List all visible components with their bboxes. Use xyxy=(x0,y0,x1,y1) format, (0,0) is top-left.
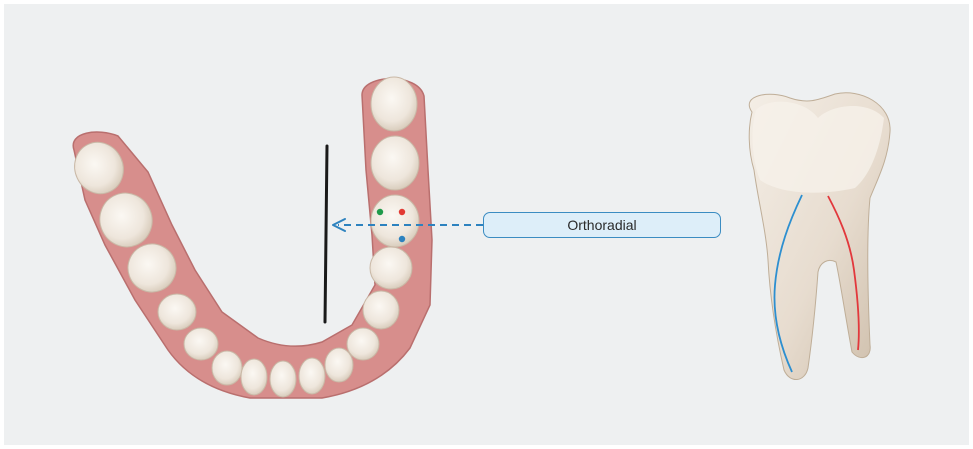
marker-green xyxy=(377,209,383,215)
tooth xyxy=(371,77,417,131)
tooth xyxy=(363,291,399,329)
marker-blue xyxy=(399,236,405,242)
dental-arch xyxy=(66,77,432,398)
tooth xyxy=(371,136,419,190)
tooth xyxy=(212,351,242,385)
tooth xyxy=(299,358,325,394)
tooth xyxy=(370,247,412,289)
tooth xyxy=(325,348,353,382)
target-tooth xyxy=(371,195,419,247)
marker-red xyxy=(399,209,405,215)
tooth xyxy=(347,328,379,360)
film-line xyxy=(325,146,327,322)
molar-tooth xyxy=(749,93,890,380)
orthoradial-label-text: Orthoradial xyxy=(567,217,636,233)
orthoradial-label: Orthoradial xyxy=(483,212,721,238)
tooth xyxy=(184,328,218,360)
tooth xyxy=(241,359,267,395)
tooth xyxy=(158,294,196,330)
tooth xyxy=(270,361,296,397)
